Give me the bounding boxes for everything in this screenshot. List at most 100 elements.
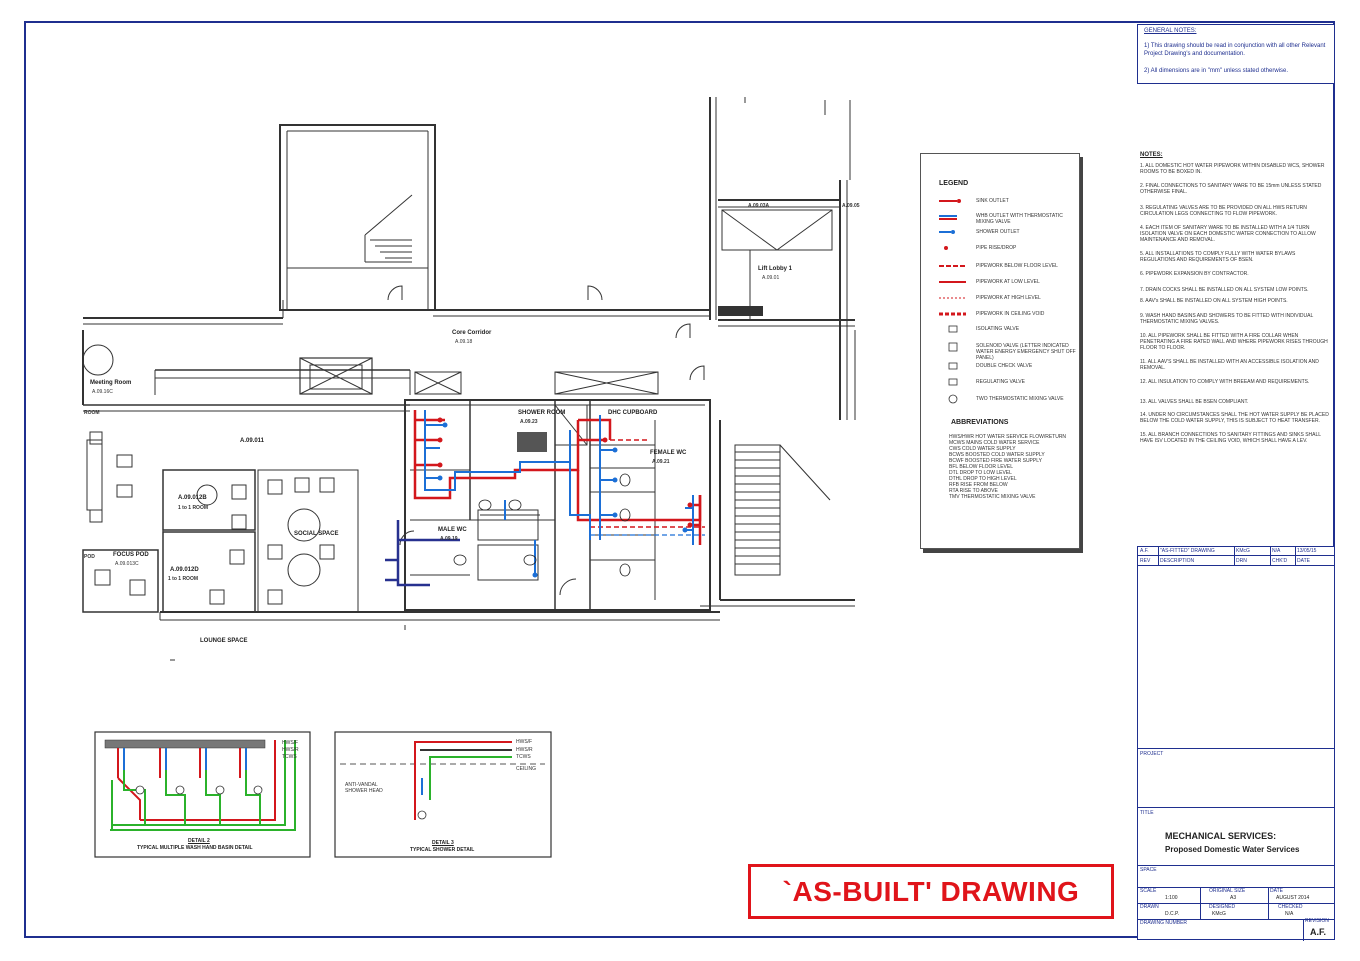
note-item: 6. PIPEWORK EXPANSION BY CONTRACTOR. [1140, 271, 1249, 277]
note-item: 1. ALL DOMESTIC HOT WATER PIPEWORK WITHI… [1140, 163, 1325, 175]
room-label-meeting-room: Meeting Room [90, 380, 132, 386]
abbreviation-item: DTL DROP TO LOW LEVEL [949, 470, 1012, 476]
abbreviation-item: BCWS BOOSTED COLD WATER SUPPLY [949, 452, 1045, 458]
abbreviation-item: CWS COLD WATER SUPPLY [949, 446, 1016, 452]
note-item: 10. ALL PIPEWORK SHALL BE FITTED WITH A … [1140, 333, 1328, 351]
space-label: SPACE [1140, 867, 1157, 873]
room-label-edge: ROOM [84, 410, 100, 416]
note-item: 11. ALL AAV'S SHALL BE INSTALLED WITH AN… [1140, 359, 1319, 371]
abbreviation-item: DTHL DROP TO HIGH LEVEL [949, 476, 1017, 482]
note-item: 12. ALL INSULATION TO COMPLY WITH BREEAM… [1140, 379, 1310, 385]
note-item: 5. ALL INSTALLATIONS TO COMPLY FULLY WIT… [1140, 251, 1296, 263]
room-ref-1to1-a: A.09.012B [178, 495, 207, 501]
note-item: 4. EACH ITEM OF SANITARY WARE TO BE INST… [1140, 225, 1316, 243]
drawing-number-label: DRAWING NUMBER [1140, 920, 1188, 926]
core-block [404, 399, 711, 611]
detail-3-label-tcws: TCWS [516, 754, 531, 760]
as-built-stamp: `AS-BUILT' DRAWING [748, 864, 1114, 919]
room-label-lift-lobby: Lift Lobby 1 [758, 266, 792, 272]
detail-3-title: DETAIL 3 [432, 840, 454, 846]
room-ref-male-wc: A.09.19 [440, 536, 458, 542]
drawn-label: DRAWN [1140, 904, 1159, 910]
note-item: 15. ALL BRANCH CONNECTIONS TO SANITARY F… [1140, 432, 1321, 444]
room-ref-shower-room: A.09.23 [520, 419, 538, 425]
legend-item: SHOWER OUTLET [976, 229, 1020, 235]
revision-value: A.F. [1310, 927, 1327, 937]
note-item: 13. ALL VALVES SHALL BE BSEN COMPLIANT. [1140, 399, 1249, 405]
tower-stair [364, 194, 413, 263]
detail-2-frame [94, 731, 311, 858]
note-item: 14. UNDER NO CIRCUMSTANCES SHALL THE HOT… [1140, 412, 1329, 424]
detail-3-label-ceiling: CEILING [516, 766, 537, 772]
legend-item: WHB OUTLET WITH THERMOSTATIC MIXING VALV… [976, 213, 1063, 225]
notes-heading: NOTES: [1140, 152, 1163, 158]
checked-value: N/A [1285, 911, 1294, 917]
note-item: 7. DRAIN COCKS SHALL BE INSTALLED ON ALL… [1140, 287, 1309, 293]
upper-tower-walls [279, 124, 436, 311]
scale-value: 1:100 [1165, 895, 1178, 901]
legend-panel: LEGEND SINK OUTLET WHB OUTLET WITH THERMO… [920, 153, 1080, 549]
note-item: 9. WASH HAND BASINS AND SHOWERS TO BE FI… [1140, 313, 1314, 325]
room-label-social-space: SOCIAL SPACE [294, 531, 339, 537]
room-label-male-wc: MALE WC [438, 527, 467, 533]
legend-symbols [939, 199, 966, 404]
legend-item: ISOLATING VALVE [976, 326, 1020, 332]
detail-2-label-hwsf: HWS/F [282, 740, 299, 746]
drawing-sheet-border [24, 21, 1335, 938]
room-ref-meeting-room: A.09.16C [92, 389, 113, 395]
rev-header-chkd: CHK'D [1272, 558, 1288, 564]
legend-item: PIPE RISE/DROP [976, 245, 1017, 251]
detail-3-shower-head-label: ANTI-VANDAL SHOWER HEAD [345, 782, 383, 794]
rev-header-date: DATE [1297, 558, 1310, 564]
date-label: DATE [1270, 888, 1283, 894]
room-ref-riser: A.09.03A [748, 203, 770, 209]
original-size-label: ORIGINAL SIZE [1209, 888, 1246, 894]
scale-label: SCALE [1140, 888, 1157, 894]
detail-3-subtitle: TYPICAL SHOWER DETAIL [410, 847, 475, 853]
room-ref-female-wc: A.09.21 [652, 459, 670, 465]
room-label-1to1-a: 1 to 1 ROOM [178, 505, 209, 511]
abbreviation-item: RFB RISE FROM BELOW [949, 482, 1008, 488]
general-note-2: 2) All dimensions are in "mm" unless sta… [1144, 68, 1288, 74]
note-item: 3. REGULATING VALVES ARE TO BE PROVIDED … [1140, 205, 1307, 217]
legend-item: PIPEWORK BELOW FLOOR LEVEL [976, 263, 1058, 269]
detail-2-label-tcws: TCWS [282, 754, 297, 760]
drawing-title-line-1: MECHANICAL SERVICES: [1165, 831, 1277, 841]
room-ref-core-corridor: A.09.18 [455, 339, 473, 345]
room-label-female-wc: FEMALE WC [650, 450, 687, 456]
room-label-shower-room: SHOWER ROOM [518, 410, 566, 416]
general-notes-heading: GENERAL NOTES: [1144, 28, 1197, 34]
room-label-1to1-b: 1 to 1 ROOM [168, 576, 199, 582]
hot-water-pipework [413, 410, 702, 545]
legend-item: TWO THERMOSTATIC MIXING VALVE [976, 396, 1064, 402]
legend-item: SINK OUTLET [976, 198, 1009, 204]
original-size-value: A3 [1230, 895, 1237, 901]
focus-pod-edge-label: POD [84, 554, 95, 560]
room-label-lounge-space: LOUNGE SPACE [200, 638, 248, 644]
date-value: AUGUST 2014 [1276, 895, 1310, 901]
low-level-pipework [385, 520, 460, 587]
room-ref-main-space: A.09.011 [240, 438, 265, 444]
abbreviation-item: HWS/HWR HOT WATER SERVICE FLOW/RETURN [949, 434, 1067, 440]
detail-3-label-hwsr: HWS/R [516, 747, 533, 753]
abbreviations-heading: ABBREVIATIONS [951, 419, 1009, 426]
drawn-value: D.C.P. [1165, 911, 1180, 917]
rev-header-description: DESCRIPTION [1160, 558, 1195, 564]
room-label-dhc-cupboard: DHC CUPBOARD [608, 410, 658, 416]
room-ref-stair: A.09.05 [842, 203, 860, 209]
revision-label: REVISION [1305, 918, 1329, 924]
room-ref-lift-lobby: A.09.01 [762, 275, 780, 281]
rev-header-rev: REV [1140, 558, 1151, 564]
title-label: TITLE [1140, 810, 1154, 816]
drawing-title-line-2: Proposed Domestic Water Services [1165, 845, 1300, 854]
legend-heading: LEGEND [939, 180, 969, 187]
title-block [1137, 546, 1335, 941]
rev-row-date: 13/05/15 [1297, 548, 1317, 554]
room-label-core-corridor: Core Corridor [452, 330, 492, 336]
project-label: PROJECT [1140, 751, 1164, 757]
general-notes-box: GENERAL NOTES: 1) This drawing should be… [1137, 24, 1335, 84]
detail-2-schematic [104, 739, 296, 831]
detail-3-schematic [340, 741, 545, 820]
checked-label: CHECKED [1278, 904, 1303, 910]
